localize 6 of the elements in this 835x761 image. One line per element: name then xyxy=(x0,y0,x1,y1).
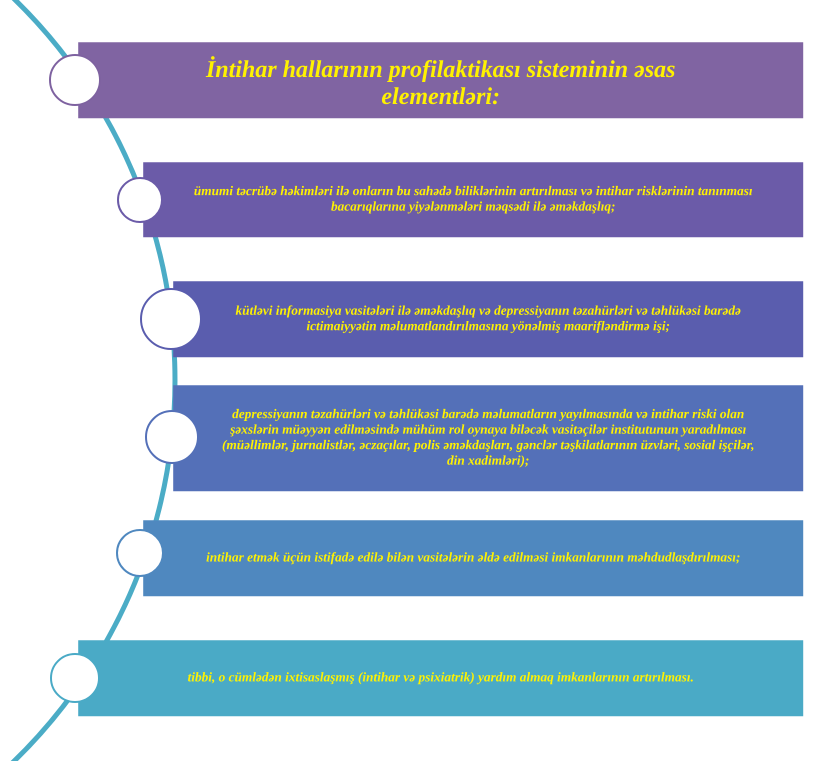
band-box: İntihar hallarının profilaktikası sisteminin əsas elementləri: xyxy=(78,42,804,118)
band-box: intihar etmək üçün istifadə edilə bilən vasitələrin əldə edilməsi imkanlarının məhdudlaşdırılması; xyxy=(143,520,804,596)
band-box: depressiyanın təzahürləri və təhlükəsi barədə məlumatların yayılmasında və intihar riski olan şəxslərin müəyyən edilməsində mühüm rol oynaya biləcək vasitəçilər institutunun yaradılması (müəllimlər, jurnalistlər, əczaçılar, polis əməkdaşları, gənclər təşkilatlarının üzvləri, sosial işçilər, din xadimləri); xyxy=(173,385,804,492)
band-box: tibbi, o cümlədən ixtisaslaşmış (intihar və psixiatrik) yardım almaq imkanlarının artırılması. xyxy=(78,640,804,716)
band-box: ümumi təcrübə həkimləri ilə onların bu sahədə biliklərinin artırılması və intihar risklərinin tanınması bacarıqlarına yiyələnmələri məqsədi ilə əməkdaşlıq; xyxy=(143,162,804,238)
band-box: kütləvi informasiya vasitələri ilə əməkdaşlıq və depressiyanın təzahürləri və təhlükəsi barədə ictimaiyyətin məlumatlandırılmasına yönəlmiş maarifləndirmə işi; xyxy=(173,281,804,358)
